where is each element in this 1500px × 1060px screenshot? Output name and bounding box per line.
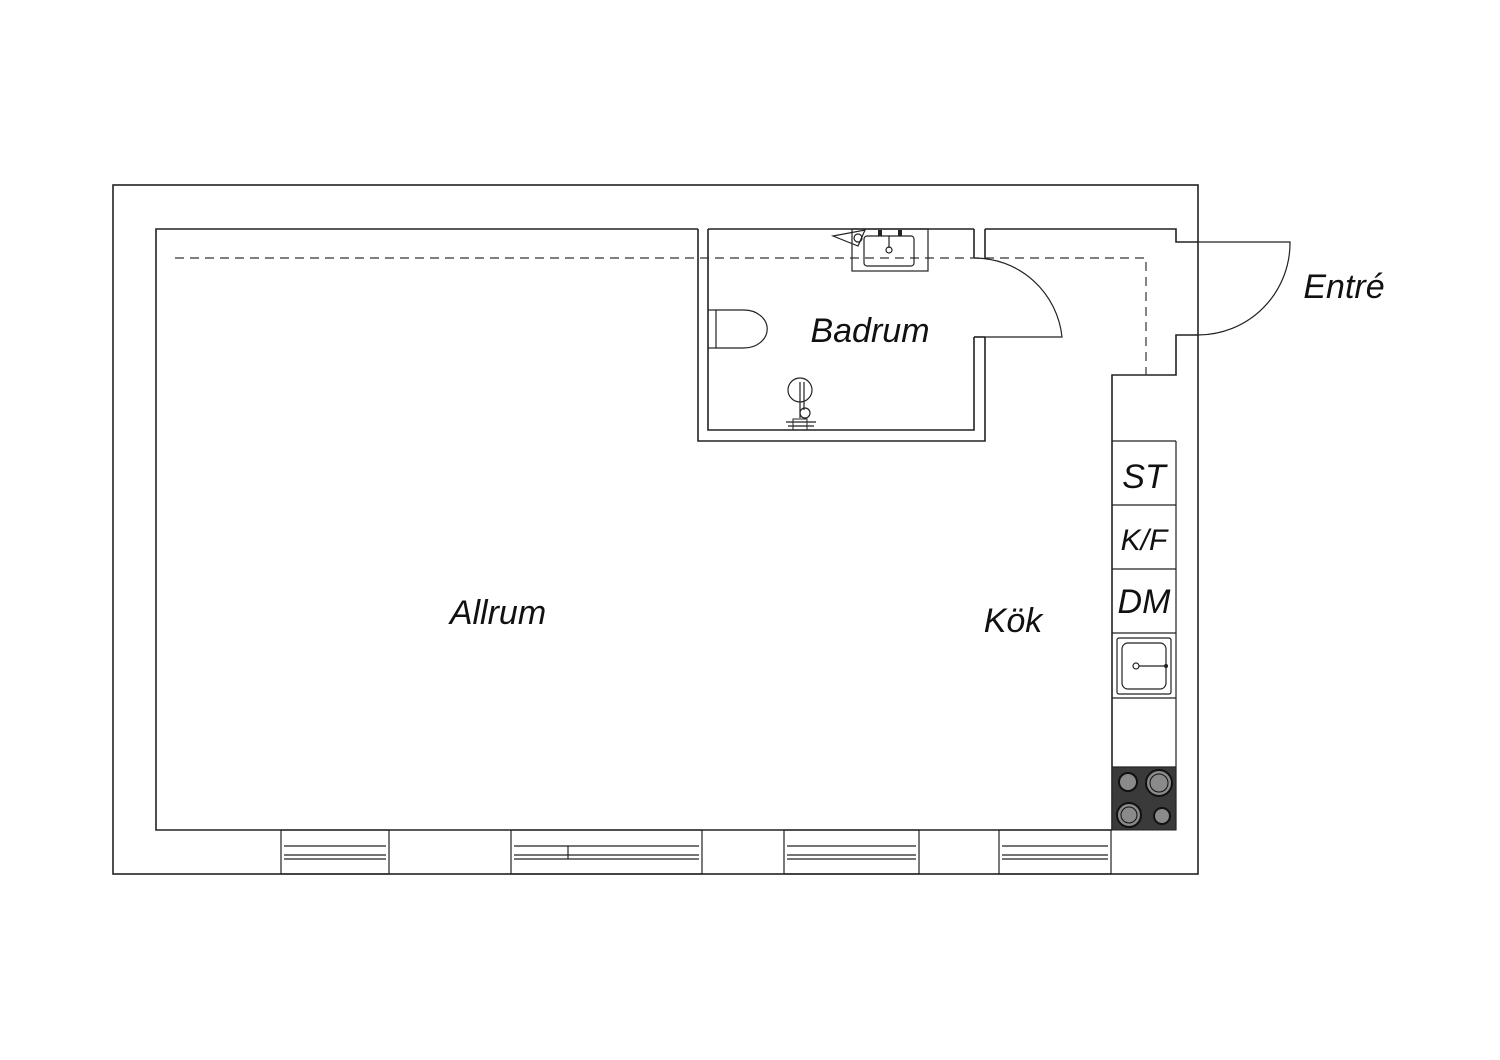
room-label-entre: Entré <box>1303 268 1384 306</box>
appliance-label-dm: DM <box>1118 583 1172 621</box>
room-label-kok: Kök <box>984 602 1045 640</box>
outer-wall <box>112 184 1199 875</box>
shower-icon <box>786 377 816 431</box>
interior-walls <box>155 228 1198 831</box>
bathroom-door <box>973 257 1063 338</box>
soffit-line <box>175 257 1147 375</box>
room-label-allrum: Allrum <box>448 594 546 632</box>
cooktop-icon <box>1111 766 1177 831</box>
room-label-badrum: Badrum <box>810 312 929 350</box>
entrance-door <box>1197 241 1291 336</box>
kitchen-sink-icon <box>1116 637 1172 695</box>
appliance-label-st: ST <box>1122 458 1168 496</box>
appliance-label-kf: K/F <box>1121 524 1169 557</box>
toilet-icon <box>708 309 768 349</box>
bathroom-sink-icon <box>830 228 929 272</box>
windows <box>280 829 1112 875</box>
